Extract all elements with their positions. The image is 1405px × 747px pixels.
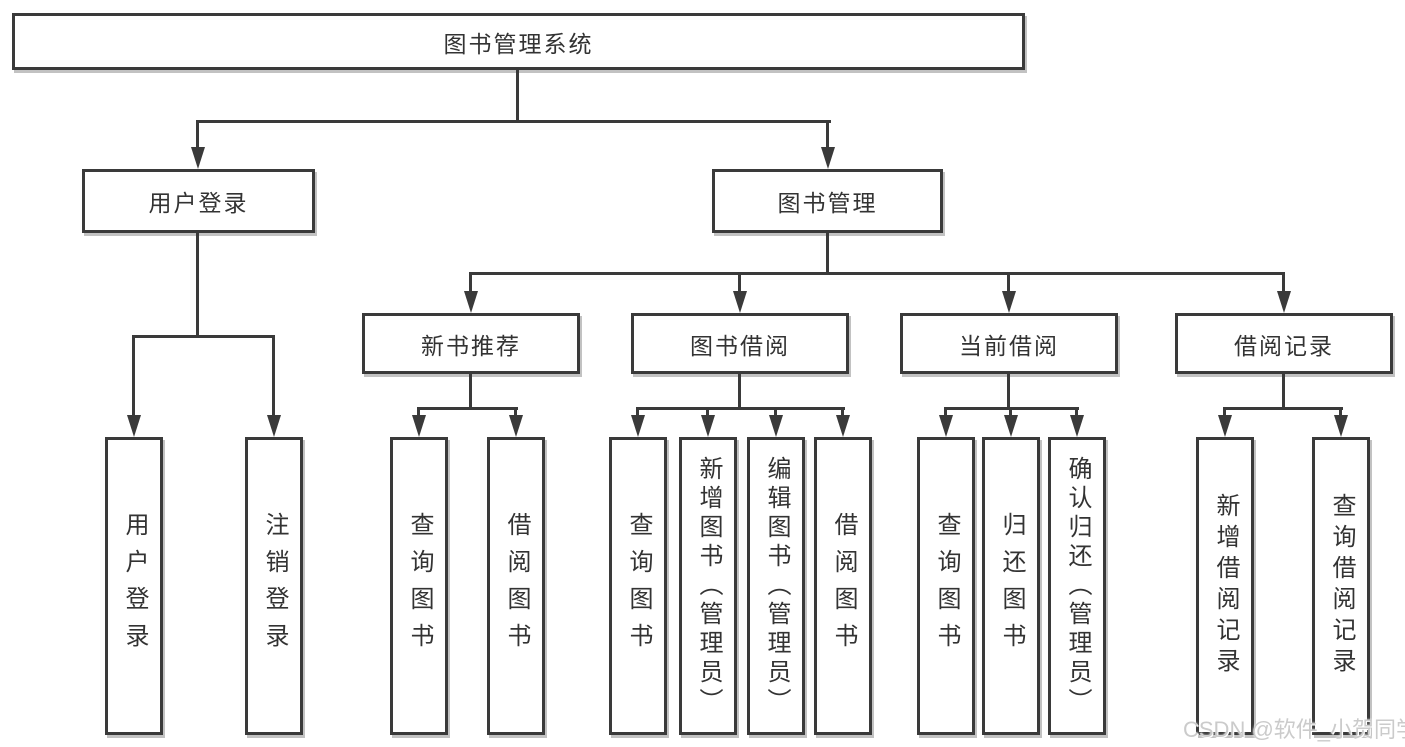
arrowhead — [769, 415, 783, 437]
leaf-label: 编辑图书（管理员） — [763, 455, 790, 717]
connector-drop-book-management — [826, 120, 829, 149]
node-label: 新书推荐 — [421, 332, 521, 359]
leaf-add-borrow-record: 新增借阅记录 — [1196, 437, 1254, 735]
node-book-borrowing: 图书借阅 — [631, 313, 849, 374]
connector-drop-current-borrow — [1007, 272, 1010, 291]
arrowhead — [1070, 415, 1084, 437]
node-book-management: 图书管理 — [712, 169, 943, 233]
arrowhead — [267, 415, 281, 437]
connector-book-management-stem — [826, 233, 829, 272]
connector-drop — [706, 407, 709, 417]
leaf-label: 借阅图书 — [503, 512, 530, 660]
connector-user-login-bus — [132, 335, 275, 338]
arrowhead — [836, 415, 850, 437]
connector-user-login-stem — [196, 233, 199, 335]
leaf-borrow-books: 借阅图书 — [814, 437, 872, 735]
connector-drop — [636, 407, 639, 417]
arrowhead — [1002, 291, 1016, 313]
connector-book-borrow-bus — [636, 407, 845, 410]
connector-drop-leaf-user-login — [132, 335, 135, 417]
arrowhead — [1334, 415, 1348, 437]
connector-drop — [1223, 407, 1226, 417]
leaf-query-books-current: 查询图书 — [917, 437, 975, 735]
leaf-label: 确认归还（管理员） — [1064, 455, 1091, 717]
connector-drop-user-login — [196, 120, 199, 149]
leaf-logout: 注销登录 — [245, 437, 303, 735]
leaf-edit-book-admin: 编辑图书（管理员） — [747, 437, 805, 735]
arrowhead — [509, 415, 523, 437]
leaf-label: 查询图书 — [406, 512, 433, 660]
node-label: 用户登录 — [148, 190, 249, 216]
leaf-label: 借阅图书 — [830, 512, 857, 660]
connector-new-book-rec-bus — [417, 407, 518, 410]
arrowhead — [701, 415, 715, 437]
leaf-query-books-borrow: 查询图书 — [609, 437, 667, 735]
connector-borrow-records-bus — [1223, 407, 1343, 410]
leaf-label: 查询借阅记录 — [1328, 493, 1355, 679]
leaf-label: 注销登录 — [261, 512, 288, 660]
connector-drop-borrow-records — [1282, 272, 1285, 291]
leaf-label: 归还图书 — [998, 512, 1025, 660]
connector-drop — [841, 407, 844, 417]
arrowhead — [821, 147, 835, 169]
connector-drop — [944, 407, 947, 417]
connector-drop — [1009, 407, 1012, 417]
connector-drop — [1075, 407, 1078, 417]
connector-drop-new-book-rec — [469, 272, 472, 291]
arrowhead — [1004, 415, 1018, 437]
node-borrowing-records: 借阅记录 — [1175, 313, 1393, 374]
connector-level1-bus — [196, 120, 831, 123]
node-label: 当前借阅 — [959, 332, 1059, 359]
arrowhead — [631, 415, 645, 437]
leaf-borrow-books-rec: 借阅图书 — [487, 437, 545, 735]
node-label: 图书管理系统 — [443, 30, 594, 57]
node-user-login: 用户登录 — [82, 169, 315, 233]
connector-drop-leaf-logout — [272, 335, 275, 417]
connector-drop — [514, 407, 517, 417]
connector-drop — [1339, 407, 1342, 417]
connector-borrow-records-stem — [1282, 374, 1285, 407]
arrowhead — [733, 291, 747, 313]
node-new-book-recommendation: 新书推荐 — [362, 313, 580, 374]
leaf-return-book: 归还图书 — [982, 437, 1040, 735]
leaf-label: 新增图书（管理员） — [695, 455, 722, 717]
arrowhead — [412, 415, 426, 437]
connector-drop — [774, 407, 777, 417]
node-label: 借阅记录 — [1234, 332, 1334, 359]
watermark: CSDN @软件_小贺同学 — [1183, 717, 1405, 742]
leaf-user-login: 用户登录 — [105, 437, 163, 735]
node-current-borrowing: 当前借阅 — [900, 313, 1118, 374]
leaf-label: 查询图书 — [933, 512, 960, 660]
arrowhead — [1218, 415, 1232, 437]
connector-drop-book-borrow — [738, 272, 741, 291]
node-library-management-system: 图书管理系统 — [12, 13, 1025, 70]
connector-new-book-rec-stem — [469, 374, 472, 407]
leaf-query-borrow-record: 查询借阅记录 — [1312, 437, 1370, 735]
connector-drop — [417, 407, 420, 417]
arrowhead — [127, 415, 141, 437]
connector-book-borrow-stem — [738, 374, 741, 407]
arrowhead — [1277, 291, 1291, 313]
leaf-label: 查询图书 — [625, 512, 652, 660]
leaf-label: 新增借阅记录 — [1212, 493, 1239, 679]
leaf-label: 用户登录 — [121, 512, 148, 660]
connector-root-stem — [516, 70, 519, 120]
arrowhead — [939, 415, 953, 437]
arrowhead — [464, 291, 478, 313]
connector-current-borrow-stem — [1007, 374, 1010, 407]
leaf-query-books-rec: 查询图书 — [390, 437, 448, 735]
leaf-confirm-return-admin: 确认归还（管理员） — [1048, 437, 1106, 735]
node-label: 图书管理 — [777, 190, 878, 216]
connector-level2-bus — [469, 272, 1285, 275]
arrowhead — [191, 147, 205, 169]
node-label: 图书借阅 — [690, 332, 790, 359]
leaf-add-book-admin: 新增图书（管理员） — [679, 437, 737, 735]
